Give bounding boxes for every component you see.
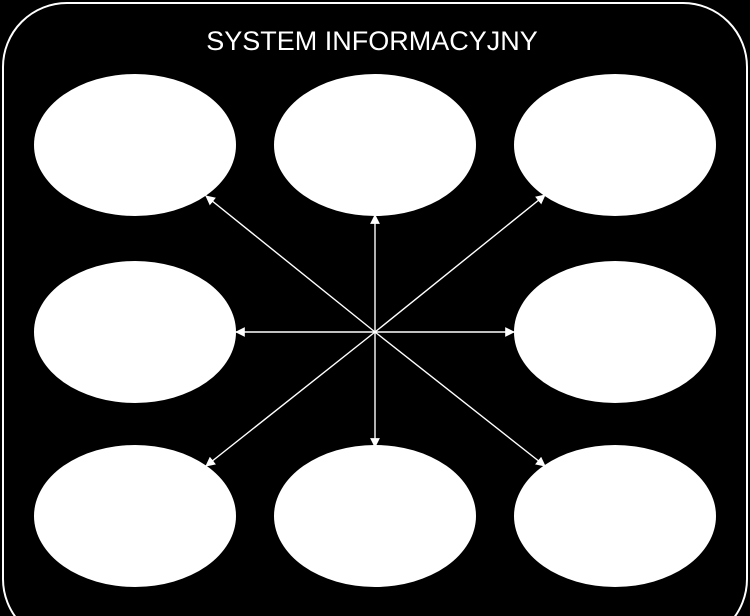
diagram-title: SYSTEM INFORMACYJNY [206,26,538,56]
node-top-center [274,74,476,216]
node-bottom-left [34,445,236,587]
arrow-to-bottom-left [205,331,376,467]
node-bottom-right [514,445,716,587]
node-top-right [514,74,716,216]
arrow-to-top-right [374,194,546,333]
node-middle-right [514,261,716,403]
arrow-to-bottom-right [374,331,546,467]
node-bottom-center [274,445,476,587]
node-top-left [34,74,236,216]
arrow-to-top-left [205,195,376,333]
connectors [205,194,546,467]
node-middle-left [34,261,236,403]
nodes [34,74,716,587]
